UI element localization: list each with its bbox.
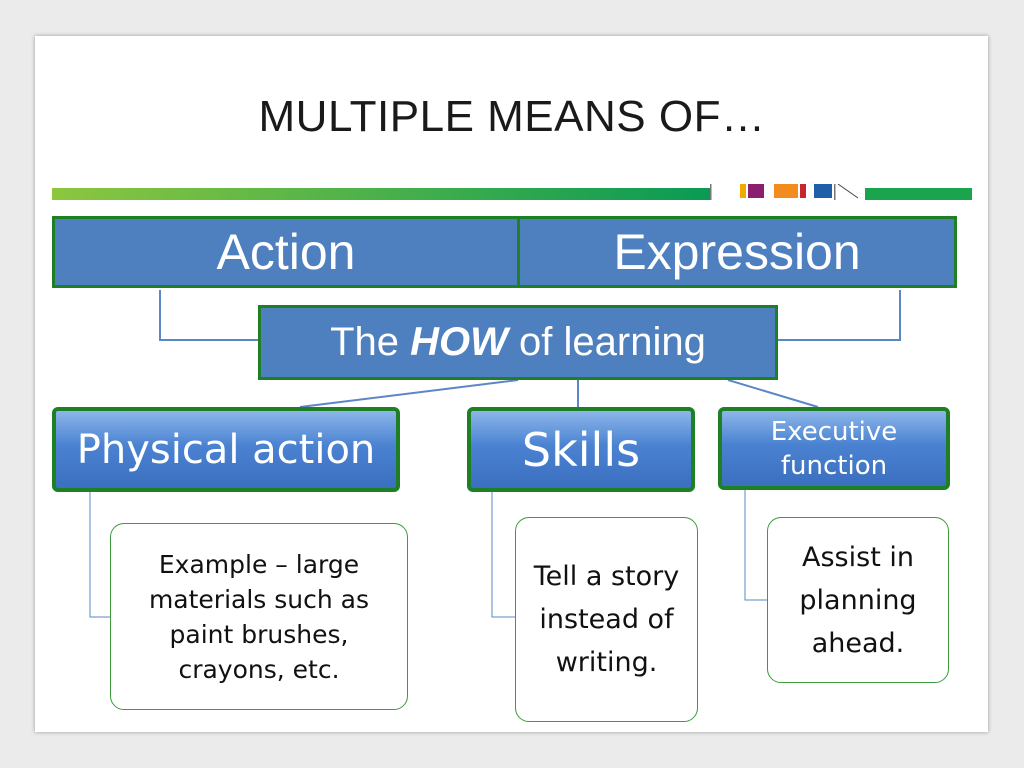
action-label: Action <box>216 224 356 280</box>
expression-box: Expression <box>517 216 957 288</box>
how-emphasis: HOW <box>410 320 508 364</box>
expression-label: Expression <box>613 224 861 280</box>
title-band-ornament <box>710 183 870 204</box>
executive-function-detail-text: Assist in planning ahead. <box>799 541 917 659</box>
skills-label: Skills <box>521 422 641 477</box>
how-prefix: The <box>330 320 411 364</box>
slide-title: MULTIPLE MEANS OF… <box>258 92 766 141</box>
title-band-right <box>865 188 972 200</box>
how-suffix: of learning <box>507 320 706 364</box>
executive-function-label: Executive function <box>770 416 898 481</box>
skills-detail: Tell a story instead of writing. <box>515 517 698 722</box>
physical-action-label: Physical action <box>76 426 376 473</box>
physical-action-box: Physical action <box>52 407 400 492</box>
executive-function-detail: Assist in planning ahead. <box>767 517 949 683</box>
action-box: Action <box>52 216 520 288</box>
executive-function-box: Executive function <box>718 407 950 490</box>
how-of-learning-box: The HOW of learning <box>258 305 778 380</box>
skills-detail-text: Tell a story instead of writing. <box>533 561 680 678</box>
physical-action-detail-text: Example – large materials such as paint … <box>148 549 370 684</box>
physical-action-detail: Example – large materials such as paint … <box>110 523 408 710</box>
title-band-left <box>52 188 710 200</box>
skills-box: Skills <box>467 407 695 492</box>
